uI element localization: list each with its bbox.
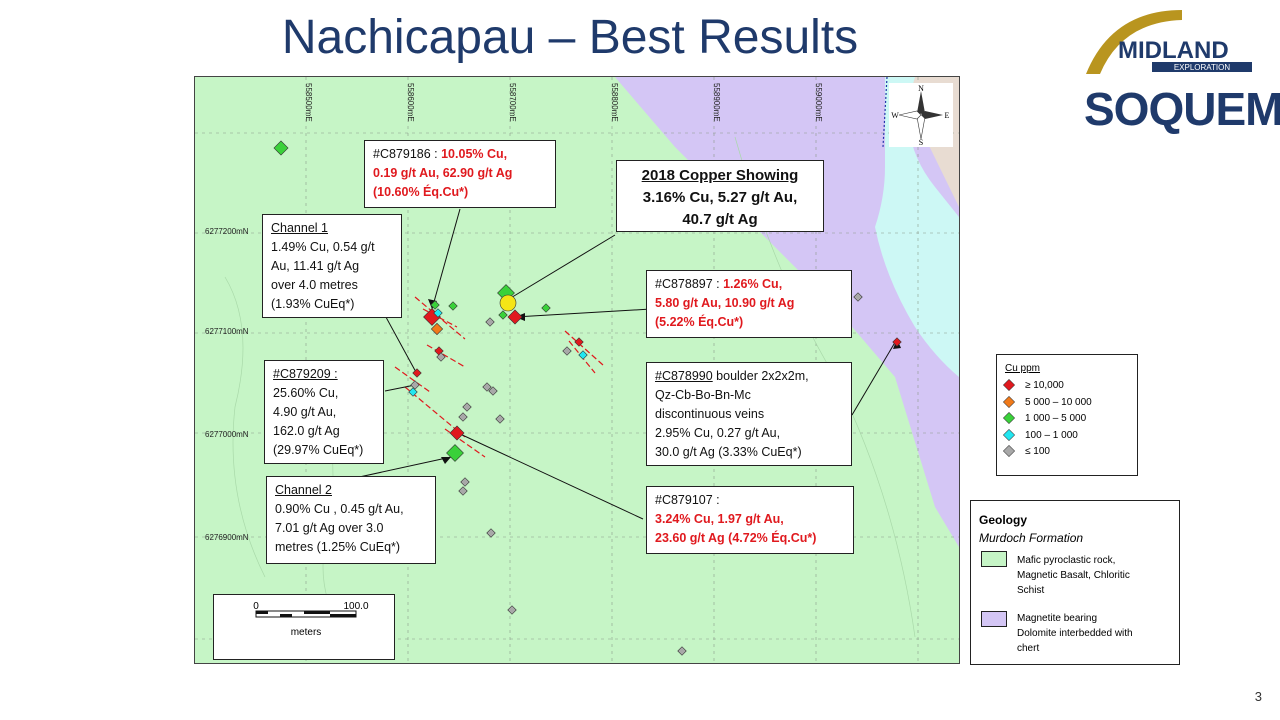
svg-text:N: N bbox=[918, 84, 924, 93]
soquem-logo: SOQUEM bbox=[1084, 83, 1280, 135]
page-number: 3 bbox=[1254, 689, 1262, 704]
midland-sub-text: EXPLORATION bbox=[1174, 63, 1231, 72]
callout-c878897: #C878897 : 1.26% Cu, 5.80 g/t Au, 10.90 … bbox=[646, 270, 852, 338]
legend-swatch-mafic bbox=[981, 551, 1007, 567]
easting-label: 558800mE bbox=[610, 83, 619, 122]
scale-start: 0 bbox=[253, 601, 259, 612]
svg-text:W: W bbox=[891, 111, 899, 120]
legend-swatch bbox=[1002, 444, 1016, 458]
svg-text:S: S bbox=[919, 138, 923, 147]
callout-c878990: #C878990 boulder 2x2x2m, Qz-Cb-Bo-Bn-Mc … bbox=[646, 362, 852, 466]
legend-cu-ppm: Cu ppm ≥ 10,000 5 000 – 10 000 1 000 – 5… bbox=[996, 354, 1138, 476]
legend-swatch-dolomite bbox=[981, 611, 1007, 627]
water-body bbox=[875, 77, 959, 377]
callout-c879209: #C879209 : 25.60% Cu, 4.90 g/t Au, 162.0… bbox=[264, 360, 384, 464]
svg-text:E: E bbox=[945, 111, 950, 120]
easting-label: 558900mE bbox=[712, 83, 721, 122]
midland-text: MIDLAND bbox=[1118, 37, 1229, 64]
dolomite-unit bbox=[615, 77, 959, 547]
legend-geology-subtitle: Murdoch Formation bbox=[979, 531, 1084, 545]
legend-cu-label: 5 000 – 10 000 bbox=[1025, 397, 1092, 408]
compass-icon: N S W E bbox=[889, 83, 953, 147]
easting-label: 558600mE bbox=[406, 83, 415, 122]
easting-label: 559000mE bbox=[814, 83, 823, 122]
northing-label: 6277200mN bbox=[205, 227, 249, 236]
legend-cu-title: Cu ppm bbox=[1005, 363, 1040, 374]
legend-cu-label: 1 000 – 5 000 bbox=[1025, 413, 1087, 424]
midland-logo: MIDLAND EXPLORATION bbox=[1086, 10, 1252, 74]
callout-channel-1: Channel 1 1.49% Cu, 0.54 g/t Au, 11.41 g… bbox=[262, 214, 402, 318]
legend-geology-item-mafic: Mafic pyroclastic rock,Magnetic Basalt, … bbox=[1017, 555, 1130, 596]
legend-cu-label: 100 – 1 000 bbox=[1025, 430, 1078, 441]
easting-label: 558700mE bbox=[508, 83, 517, 122]
callout-c879186: #C879186 : 10.05% Cu, 0.19 g/t Au, 62.90… bbox=[364, 140, 556, 208]
scale-end: 100.0 bbox=[343, 601, 368, 612]
scale-unit: meters bbox=[291, 627, 322, 638]
callout-c879107: #C879107 : 3.24% Cu, 1.97 g/t Au, 23.60 … bbox=[646, 486, 854, 554]
legend-geology-title: Geology bbox=[979, 513, 1028, 527]
page-title: Nachicapau – Best Results bbox=[281, 11, 859, 64]
legend-swatch bbox=[1002, 378, 1016, 392]
legend-swatch bbox=[1002, 428, 1016, 442]
legend-geology: Geology Murdoch Formation Mafic pyroclas… bbox=[970, 500, 1180, 665]
callout-copper-showing: 2018 Copper Showing 3.16% Cu, 5.27 g/t A… bbox=[616, 160, 824, 232]
scale-bar: 0 100.0 meters bbox=[213, 594, 395, 660]
northing-label: 6277100mN bbox=[205, 327, 249, 336]
northing-label: 6276900mN bbox=[205, 533, 249, 542]
midland-arc-icon bbox=[1086, 10, 1182, 74]
legend-swatch bbox=[1002, 411, 1016, 425]
easting-label: 558500mE bbox=[304, 83, 313, 122]
legend-cu-label: ≥ 10,000 bbox=[1025, 380, 1064, 391]
legend-cu-label: ≤ 100 bbox=[1025, 446, 1050, 457]
legend-swatch bbox=[1002, 395, 1016, 409]
sample-points bbox=[273, 140, 902, 656]
northing-label: 6277000mN bbox=[205, 430, 249, 439]
callout-channel-2: Channel 2 0.90% Cu , 0.45 g/t Au, 7.01 g… bbox=[266, 476, 436, 564]
